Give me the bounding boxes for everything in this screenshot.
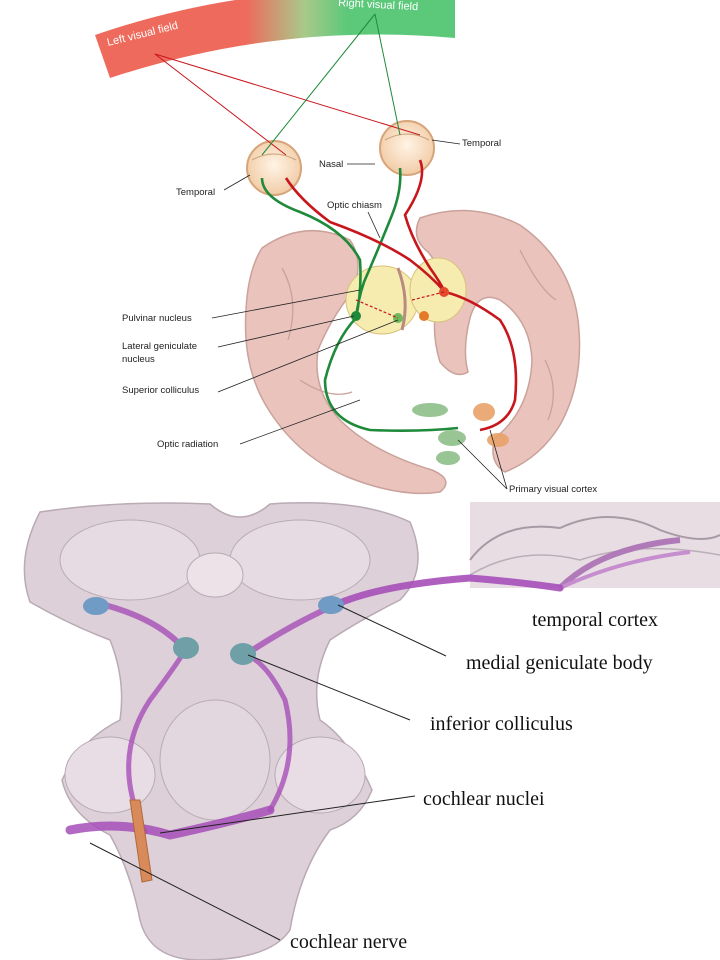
medial-geniculate-right-icon <box>318 596 344 614</box>
cochlear-nuclei-label: cochlear nuclei <box>423 788 545 810</box>
collicular-dashes <box>355 291 445 319</box>
green-visual-pathway <box>260 167 459 432</box>
brainstem-lobe <box>229 519 371 601</box>
left-lgn-marker <box>351 311 361 321</box>
auditory-leader-lines <box>89 604 447 941</box>
optic-radiation-label: Optic radiation <box>157 439 218 450</box>
cortex-fold <box>519 249 557 301</box>
brainstem-lobe <box>64 736 156 814</box>
brain-slice-right-hemisphere <box>415 209 581 473</box>
right-visual-field-label: Right visual field <box>338 0 419 13</box>
medial-geniculate-left-icon <box>83 597 109 615</box>
thalamus-right <box>409 257 467 323</box>
brainstem-lobe <box>159 699 271 821</box>
brainstem-lobe <box>186 552 244 598</box>
third-ventricle <box>396 267 407 331</box>
lgn-label-line1: Lateral geniculate <box>122 341 197 352</box>
cortex-fold <box>544 359 554 421</box>
temporal-right-label: Temporal <box>462 138 501 149</box>
visual-cortex-left-patch <box>412 403 466 465</box>
auditory-pathway-diagram: temporal cortex medial geniculate body i… <box>23 502 720 960</box>
optic-chiasm-label: Optic chiasm <box>327 200 382 211</box>
lgn-label-line2: nucleus <box>122 354 155 365</box>
medial-geniculate-label: medial geniculate body <box>466 652 653 674</box>
superior-colliculus-label: Superior colliculus <box>122 385 199 396</box>
visual-field-band <box>95 0 455 78</box>
cortex-fold <box>281 267 294 341</box>
primary-visual-cortex-label: Primary visual cortex <box>509 484 597 495</box>
inferior-colliculus-label: inferior colliculus <box>430 713 573 735</box>
visual-leader-lines <box>211 139 508 490</box>
visual-pathway-diagram: Left visual field Right visual field <box>95 0 597 495</box>
field-rays <box>154 13 421 156</box>
cochlear-nerve-label: cochlear nerve <box>290 931 407 953</box>
cochlear-nucleus-marker <box>129 799 153 883</box>
right-sc-marker <box>419 311 429 321</box>
nasal-label: Nasal <box>319 159 343 170</box>
temporal-cortex-label: temporal cortex <box>532 609 658 631</box>
pulvinar-label: Pulvinar nucleus <box>122 313 192 324</box>
visual-cortex-right-patch <box>473 403 509 447</box>
right-eye <box>379 120 435 176</box>
temporal-left-label: Temporal <box>176 187 215 198</box>
inferior-colliculus-left-icon <box>173 637 199 659</box>
brainstem-lobe <box>274 736 366 814</box>
brainstem-lobe <box>59 519 201 601</box>
inferior-colliculus-right-icon <box>230 643 256 665</box>
temporal-cortex-inset <box>469 502 720 591</box>
cortex-fold <box>299 379 353 395</box>
